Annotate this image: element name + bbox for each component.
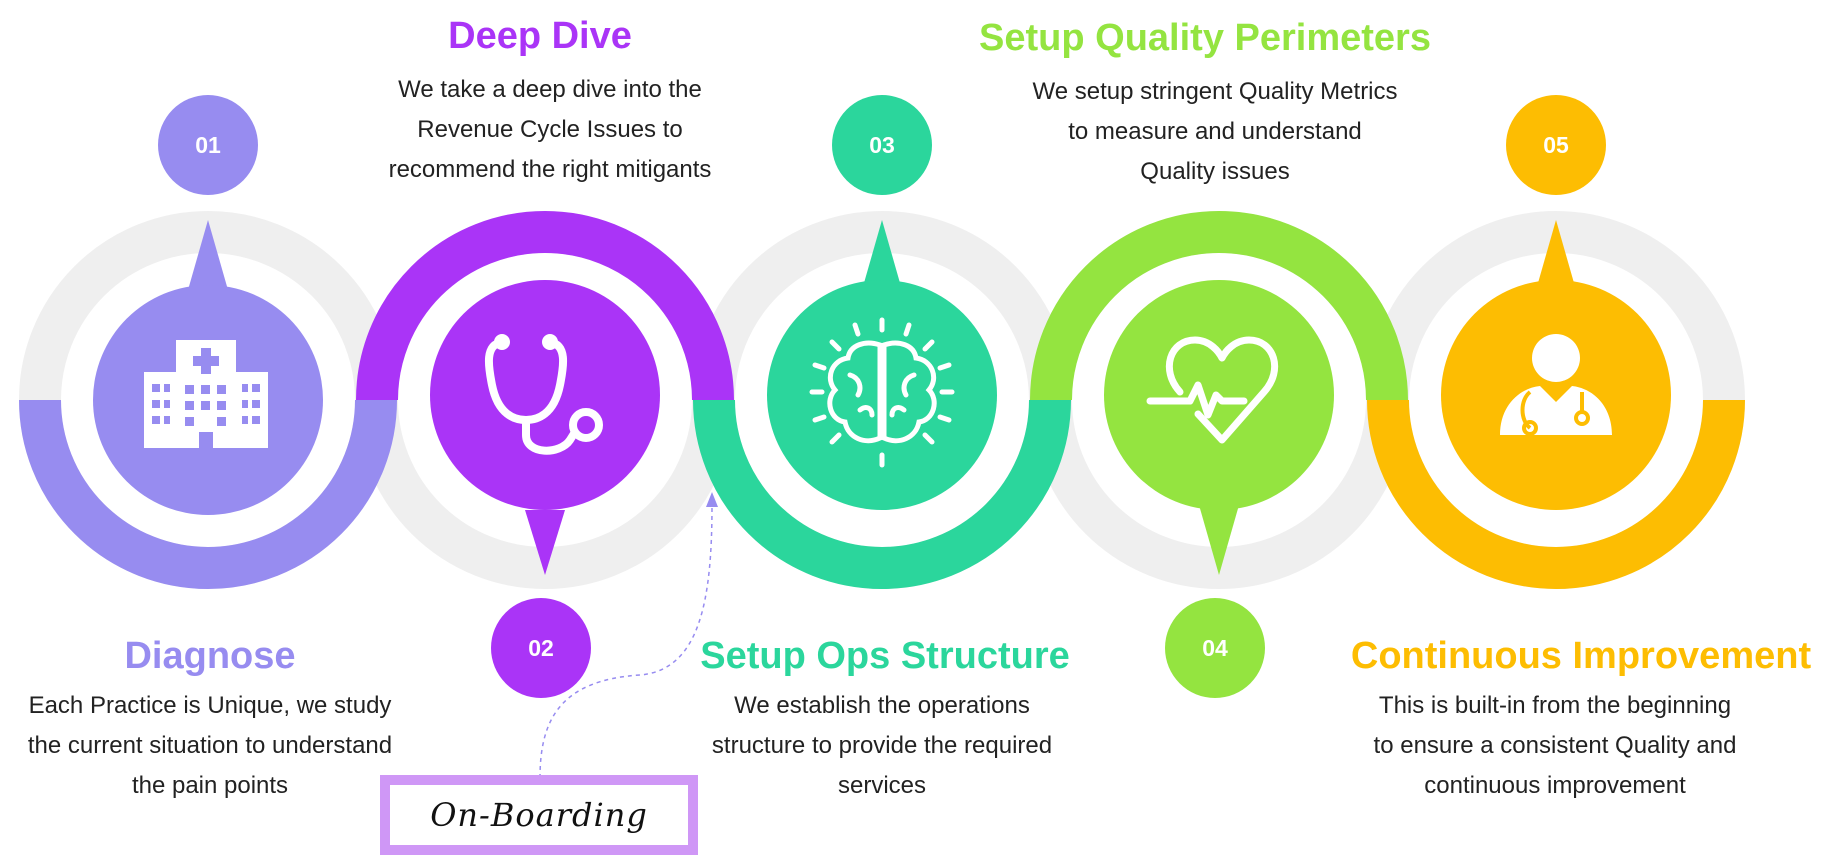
onboarding-connector [539, 492, 718, 779]
step-description-deep-dive: We take a deep dive into the Revenue Cyc… [388, 76, 712, 183]
arrowhead-icon [706, 492, 718, 507]
badge-number-01: 01 [195, 132, 221, 158]
hospital-icon [144, 340, 268, 448]
step-title-diagnose: Diagnose [124, 635, 296, 677]
ring-arc-01 [19, 399, 397, 589]
doctor-icon [1500, 334, 1612, 436]
disc-05 [1441, 220, 1671, 510]
onboarding-label: On-Boarding [430, 796, 648, 834]
disc-02 [430, 280, 660, 575]
stethoscope-icon [484, 334, 603, 455]
step-description-diagnose: Each Practice is Unique, we study the cu… [27, 692, 393, 799]
badge-number-05: 05 [1543, 132, 1569, 158]
badge-number-02: 02 [528, 635, 554, 661]
ring-arc-04 [1030, 211, 1408, 401]
badge-04 [1165, 598, 1265, 698]
badge-number-04: 04 [1202, 635, 1228, 661]
ring-arc-02 [356, 211, 734, 401]
step-title-quality-perimeters: Setup Quality Perimeters [979, 17, 1431, 59]
step-description-ops-structure: We establish the operations structure to… [711, 692, 1053, 799]
badge-05 [1506, 95, 1606, 195]
badge-03 [832, 95, 932, 195]
brain-icon [809, 317, 955, 468]
badge-number-03: 03 [869, 132, 895, 158]
badge-02 [491, 598, 591, 698]
step-title-ops-structure: Setup Ops Structure [700, 635, 1070, 677]
onboarding-annotation: On-Boarding [380, 775, 698, 855]
ring-arc-03 [693, 399, 1071, 589]
step-title-deep-dive: Deep Dive [448, 15, 632, 57]
step-title-continuous-improvement: Continuous Improvement [1350, 635, 1812, 677]
heartbeat-icon [1146, 336, 1279, 444]
badge-01 [158, 95, 258, 195]
step-description-quality-perimeters: We setup stringent Quality Metrics to me… [1032, 78, 1398, 185]
ring-arcs [19, 211, 1745, 589]
ring-arc-05 [1367, 399, 1745, 589]
step-description-continuous-improvement: This is built-in from the beginning to e… [1373, 692, 1737, 799]
number-badges: 01 02 03 04 05 [158, 95, 1606, 698]
